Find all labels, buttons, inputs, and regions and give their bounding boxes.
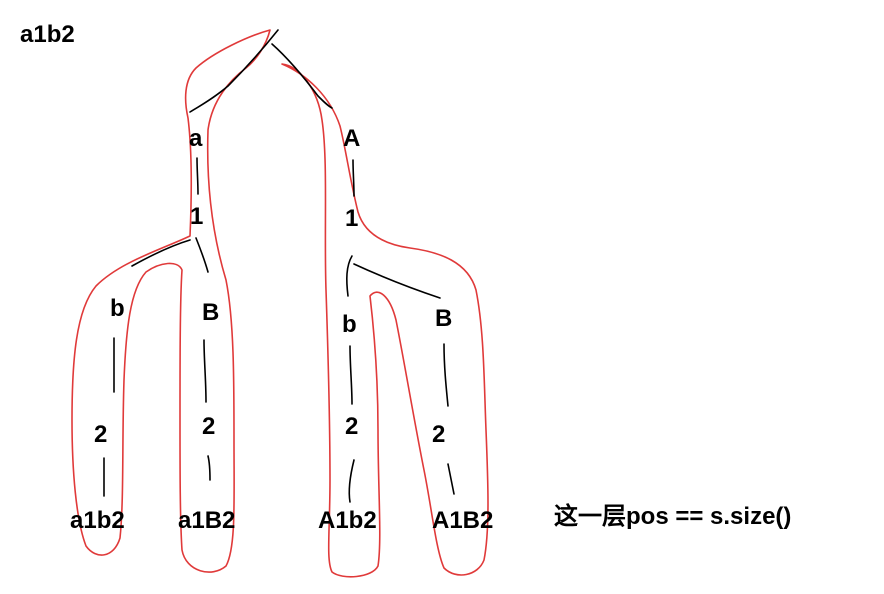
leaf-ll: a1b2 <box>70 507 125 534</box>
red-branch-outlines <box>71 29 489 578</box>
labels: a1b2 a A 1 1 b B b B 2 2 2 2 a1b2 a1B2 A… <box>20 21 791 534</box>
edge-A-to-1 <box>352 159 355 197</box>
edge-rl-b-to-2 <box>349 345 353 405</box>
node-level3-ll: b <box>110 295 125 322</box>
outline-path-A-branch <box>281 63 489 578</box>
leaf-lr: a1B2 <box>178 507 235 534</box>
node-level3-rr: B <box>435 305 452 332</box>
edge-lr-B-to-2 <box>203 339 207 403</box>
node-level3-lr: B <box>202 299 219 326</box>
diagram-title: a1b2 <box>20 21 75 48</box>
node-level4-lr: 2 <box>202 413 215 440</box>
node-level4-ll: 2 <box>94 421 107 448</box>
edge-rr-2-to-leaf <box>447 463 455 495</box>
edge-rr-B-to-2 <box>443 343 449 407</box>
root-stroke-left <box>189 29 279 113</box>
edge-left1-to-b <box>131 239 191 267</box>
leaf-rl: A1b2 <box>318 507 377 534</box>
edge-lr-2-to-leaf <box>207 455 211 481</box>
edge-right1-to-B <box>353 263 441 299</box>
node-level1-right: A <box>343 125 360 152</box>
edge-right1-to-b <box>346 255 353 297</box>
root-stroke-right <box>271 43 333 109</box>
edge-a-to-1 <box>196 157 199 195</box>
node-level3-rl: b <box>342 311 357 338</box>
edge-left1-to-B <box>195 237 209 273</box>
node-level2-right: 1 <box>345 205 358 232</box>
node-level4-rl: 2 <box>345 413 358 440</box>
ink-strokes <box>103 29 455 503</box>
node-level1-left: a <box>189 125 203 152</box>
edge-rl-2-to-leaf <box>348 459 355 503</box>
node-level4-rr: 2 <box>432 421 445 448</box>
outline-path-a1b2 <box>71 29 271 573</box>
leaf-rr: A1B2 <box>432 507 493 534</box>
node-level2-left: 1 <box>190 203 203 230</box>
base-case-note: 这一层pos == s.size() <box>554 502 791 530</box>
